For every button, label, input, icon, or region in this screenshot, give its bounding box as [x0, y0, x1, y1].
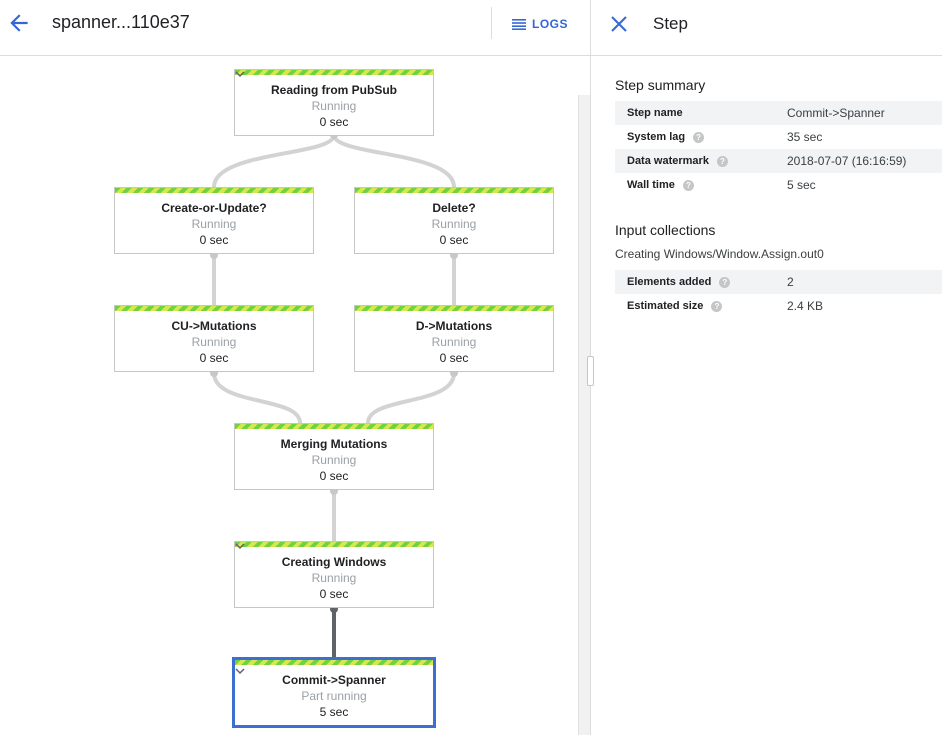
job-title: spanner...110e37 — [52, 12, 190, 32]
progress-stripe — [235, 70, 433, 75]
row-key: Elements added — [627, 276, 712, 288]
help-icon[interactable]: ? — [693, 131, 705, 143]
step-status: Part running — [301, 689, 367, 703]
graph-edges — [210, 131, 458, 659]
step-time: 0 sec — [199, 233, 229, 247]
row-key: System lag — [627, 131, 686, 143]
step-summary-heading: Step summary — [615, 77, 706, 93]
step-node-delete[interactable]: Delete? Running 0 sec — [354, 187, 554, 254]
step-title: Merging Mutations — [280, 437, 388, 451]
summary-row-data-watermark: Data watermark? 2018-07-07 (16:16:59) — [615, 149, 942, 173]
edge-cumut-to-merge — [212, 372, 302, 424]
logs-button[interactable]: LOGS — [512, 16, 568, 32]
step-status: Running — [311, 571, 357, 585]
input-row-estimated-size: Estimated size? 2.4 KB — [615, 294, 942, 318]
chevron-down-icon[interactable] — [235, 70, 245, 78]
step-time: 0 sec — [439, 233, 469, 247]
help-icon[interactable]: ? — [682, 179, 694, 191]
step-status: Running — [191, 217, 237, 231]
step-title: Delete? — [432, 201, 476, 215]
logs-label: LOGS — [532, 17, 569, 31]
row-value: 2 — [787, 275, 794, 289]
step-node-merging-mutations[interactable]: Merging Mutations Running 0 sec — [234, 423, 434, 490]
progress-stripe — [235, 424, 433, 429]
step-title: CU->Mutations — [171, 319, 257, 333]
progress-stripe — [235, 542, 433, 547]
summary-row-wall-time: Wall time? 5 sec — [615, 173, 942, 197]
step-time: 0 sec — [319, 115, 349, 129]
step-node-reading-from-pubsub[interactable]: Reading from PubSub Running 0 sec — [234, 69, 434, 136]
arrow-back-icon — [10, 14, 28, 32]
summary-row-system-lag: System lag? 35 sec — [615, 125, 942, 149]
input-collection-name: Creating Windows/Window.Assign.out0 — [615, 247, 824, 261]
step-time: 0 sec — [199, 351, 229, 365]
back-button[interactable] — [6, 10, 32, 36]
input-row-elements-added: Elements added? 2 — [615, 270, 942, 294]
step-time: 0 sec — [319, 469, 349, 483]
progress-stripe — [355, 188, 553, 193]
chevron-down-icon[interactable] — [235, 667, 245, 675]
edge-pubsub-to-cu — [212, 134, 336, 188]
list-icon — [512, 19, 526, 30]
step-title: Creating Windows — [281, 555, 387, 569]
step-node-creating-windows[interactable]: Creating Windows Running 0 sec — [234, 541, 434, 608]
close-icon — [611, 16, 627, 32]
job-header: spanner...110e37 LOGS — [0, 0, 590, 56]
row-value: 35 sec — [787, 130, 823, 144]
header-divider — [491, 7, 492, 39]
graph-scrollbar[interactable] — [578, 95, 590, 735]
step-status: Running — [311, 453, 357, 467]
step-node-d-mutations[interactable]: D->Mutations Running 0 sec — [354, 305, 554, 372]
summary-row-step-name: Step name Commit->Spanner — [615, 101, 942, 125]
step-status: Running — [191, 335, 237, 349]
row-value: 2018-07-07 (16:16:59) — [787, 154, 907, 168]
progress-stripe — [115, 188, 313, 193]
help-icon[interactable]: ? — [711, 300, 723, 312]
progress-stripe — [115, 306, 313, 311]
edge-pubsub-to-delete — [332, 134, 456, 188]
step-time: 0 sec — [319, 587, 349, 601]
step-node-create-or-update[interactable]: Create-or-Update? Running 0 sec — [114, 187, 314, 254]
row-key: Estimated size — [627, 300, 704, 312]
step-title: Reading from PubSub — [271, 83, 397, 97]
help-icon[interactable]: ? — [719, 276, 731, 288]
row-key: Data watermark — [627, 155, 709, 167]
step-title: Commit->Spanner — [282, 673, 386, 687]
progress-stripe — [355, 306, 553, 311]
progress-stripe — [235, 660, 433, 665]
step-status: Running — [431, 217, 477, 231]
chevron-down-icon[interactable] — [235, 542, 245, 550]
step-title: Create-or-Update? — [161, 201, 267, 215]
panel-title: Step — [653, 14, 688, 33]
pipeline-graph: Reading from PubSub Running 0 sec Create… — [0, 56, 578, 735]
step-node-commit-spanner[interactable]: Commit->Spanner Part running 5 sec — [232, 657, 436, 728]
row-value: Commit->Spanner — [787, 106, 885, 120]
graph-pane: spanner...110e37 LOGS — [0, 0, 590, 735]
step-time: 0 sec — [439, 351, 469, 365]
step-status: Running — [431, 335, 477, 349]
edge-dmut-to-merge — [366, 372, 456, 424]
close-button[interactable] — [609, 14, 629, 34]
input-collections-heading: Input collections — [615, 222, 716, 238]
row-key: Step name — [627, 107, 683, 119]
panel-header: Step — [591, 0, 942, 56]
step-title: D->Mutations — [415, 319, 493, 333]
row-value: 5 sec — [787, 178, 816, 192]
step-node-cu-mutations[interactable]: CU->Mutations Running 0 sec — [114, 305, 314, 372]
step-time: 5 sec — [319, 705, 349, 719]
help-icon[interactable]: ? — [716, 155, 728, 167]
step-panel: Step Step summary Step name Commit->Span… — [591, 0, 942, 735]
row-value: 2.4 KB — [787, 299, 824, 313]
panel-resize-handle[interactable] — [587, 356, 594, 386]
row-key: Wall time — [627, 179, 675, 191]
step-status: Running — [311, 99, 357, 113]
